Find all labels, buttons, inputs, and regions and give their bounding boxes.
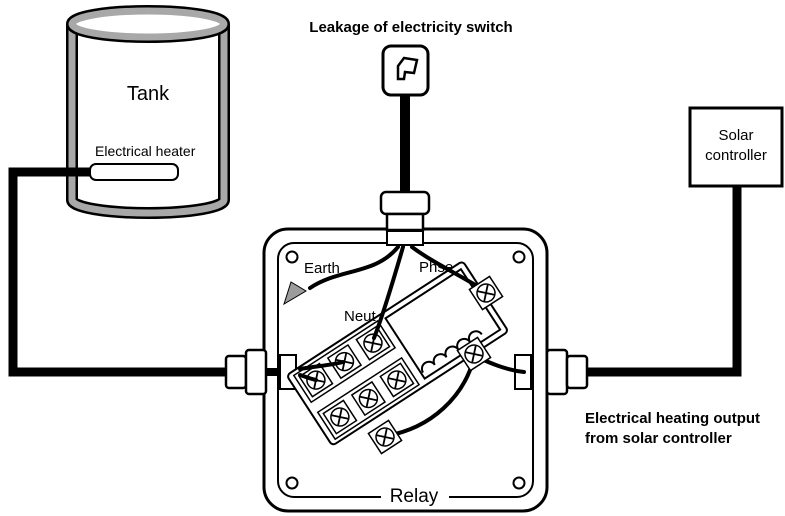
wire-neutral [372,245,405,340]
internal-wiring [298,245,526,438]
switch-lever-icon [396,56,419,81]
gland-neck [385,212,425,232]
earth-label: Earth [304,260,340,277]
corner-screw-icon [512,476,526,490]
gland-cap [224,354,248,390]
leakage-switch: Leakage of electricity switch [309,19,513,200]
electrical-heater-label: Electrical heater [95,143,196,159]
leakage-switch-label: Leakage of electricity switch [309,19,512,36]
phase-label: Phse [419,259,453,276]
gland-body [379,190,431,216]
solar-controller-box [688,106,784,188]
solar-controller-label-line2: controller [705,147,767,164]
solar-wire [560,186,742,377]
relay-coil [420,330,483,374]
relay-label: Relay [390,486,439,507]
gland-body [244,348,268,396]
solar-controller: Solar controller [560,106,784,377]
output-note-line1: Electrical heating output [585,410,760,427]
tank-top [68,7,228,41]
corner-screw-icon [512,250,526,264]
neutral-label: Neut [344,308,377,325]
relay-label-backing [381,485,449,506]
earth-arrow-icon [283,281,307,306]
wire-left-upper [298,360,345,371]
output-note-line2: from solar controller [585,430,732,447]
heater-supply-wire [8,167,250,377]
wire-left-lower [298,373,318,382]
wire-phase [410,245,484,291]
tank: Tank Electrical heater [66,5,230,219]
wire-earth [308,245,400,290]
heater-element [89,163,179,181]
gland-body [545,348,569,396]
corner-screw-icon [285,250,299,264]
corner-screw-icon [285,476,299,490]
tank-body-outline [66,24,230,219]
tank-body [68,24,228,217]
tank-label: Tank [127,83,170,105]
gland-nut [386,230,424,246]
terminal-assembly [287,261,508,446]
cable-gland-top [379,190,431,246]
solar-controller-label-line1: Solar [718,127,753,144]
gland-cap [565,354,589,390]
